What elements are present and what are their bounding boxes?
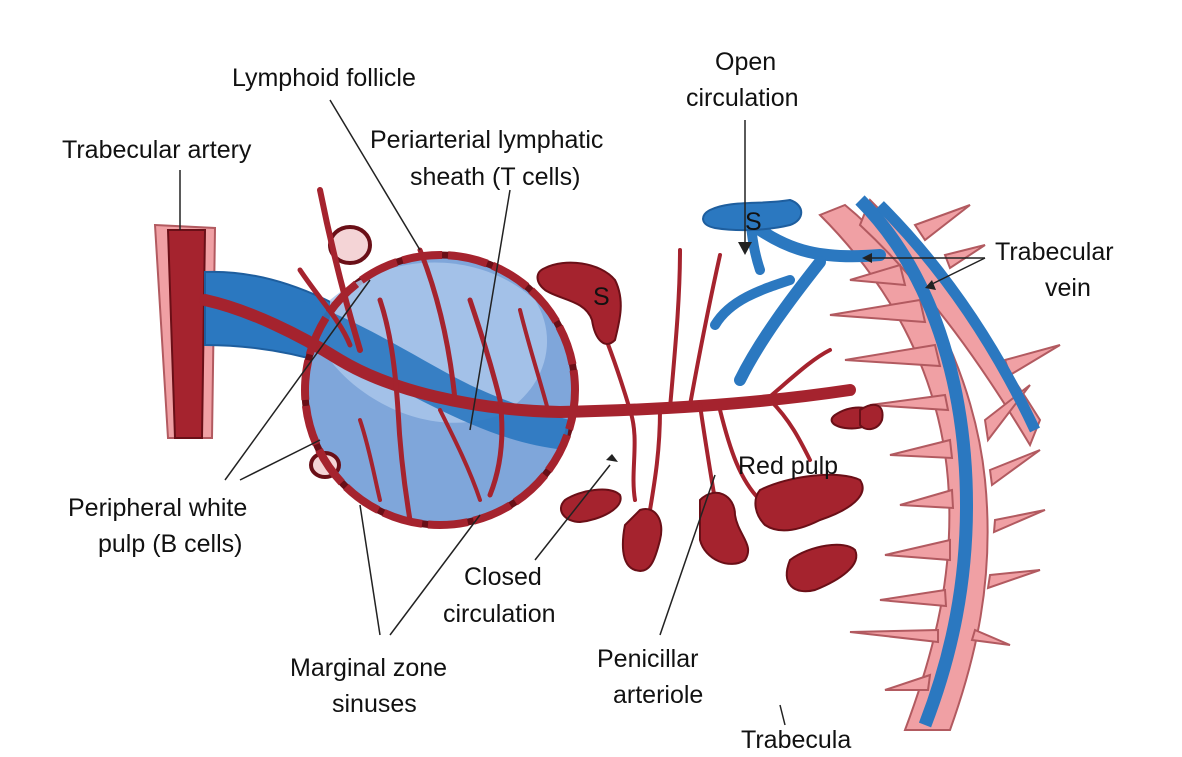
label-penicillar-line1: Penicillar	[597, 645, 698, 673]
artery-branch	[770, 400, 810, 460]
red-pulp-blob	[860, 405, 883, 429]
label-red-pulp: Red pulp	[738, 452, 838, 480]
red-pulp-blob	[623, 509, 661, 571]
artery-branch	[690, 255, 720, 405]
trabecular-artery-red	[168, 230, 205, 438]
label-pals-line2: sheath (T cells)	[410, 163, 580, 191]
label-lymphoid-follicle: Lymphoid follicle	[232, 64, 416, 92]
red-pulp-blob	[787, 545, 857, 591]
label-marginal-zone-line2: sinuses	[332, 690, 417, 718]
label-closed-circulation-line2: circulation	[443, 600, 556, 628]
leader-penicillar	[660, 475, 715, 635]
leader-peripheral-2	[240, 440, 320, 480]
label-open-circulation-line2: circulation	[686, 84, 799, 112]
red-pulp-blob	[700, 493, 748, 564]
artery-branch	[670, 250, 680, 408]
blue-sinus-letter: S	[745, 208, 762, 236]
leader-marginal-1	[360, 505, 380, 635]
artery-branch	[700, 405, 715, 500]
artery-branch	[650, 410, 660, 510]
label-trabecular-vein-line1: Trabecular	[995, 238, 1114, 266]
label-trabecula: Trabecula	[741, 726, 851, 754]
red-pulp-blob	[755, 475, 862, 531]
red-pulp-blobs	[538, 263, 883, 592]
red-sinus-letter: S	[593, 283, 610, 311]
label-marginal-zone-line1: Marginal zone	[290, 654, 447, 682]
label-peripheral-white-pulp-line2: pulp (B cells)	[98, 530, 243, 558]
label-closed-circulation-line1: Closed	[464, 563, 542, 591]
label-trabecular-artery: Trabecular artery	[62, 136, 252, 164]
closed-circulation-arrowhead	[606, 454, 618, 462]
red-pulp-blob	[561, 490, 621, 522]
label-trabecular-vein-line2: vein	[1045, 274, 1091, 302]
label-pals-line1: Periarterial lymphatic	[370, 126, 603, 154]
label-penicillar-line2: arteriole	[613, 681, 703, 709]
label-peripheral-white-pulp-line1: Peripheral white	[68, 494, 247, 522]
label-open-circulation-line1: Open	[715, 48, 776, 76]
leader-trabecula	[780, 705, 785, 725]
